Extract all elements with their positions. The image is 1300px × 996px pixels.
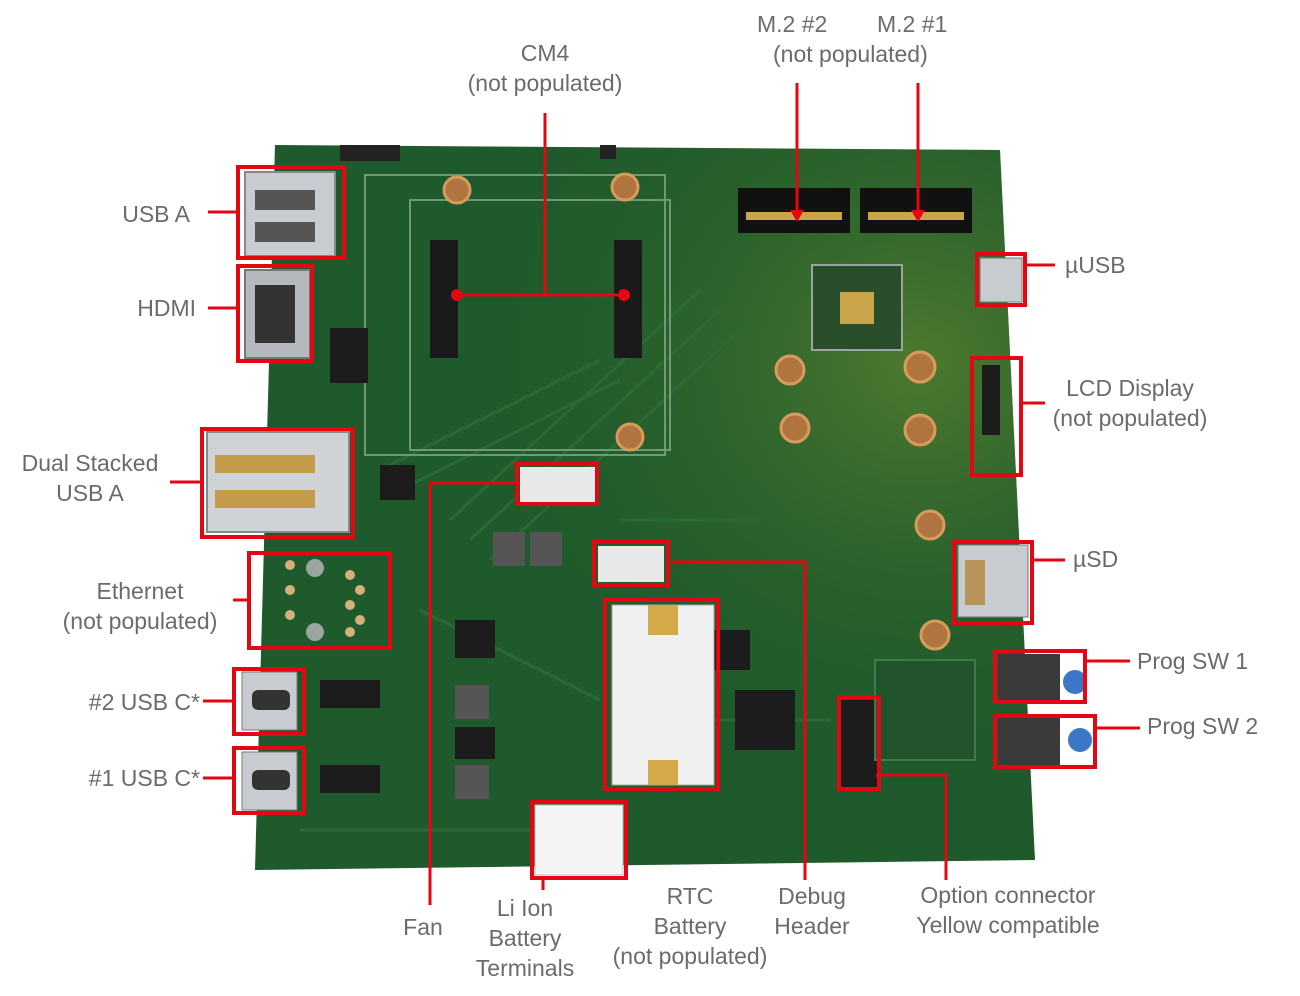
micro-usb-label: µUSB: [1065, 252, 1126, 278]
hdmi-box: [236, 264, 314, 363]
prog-sw2-box: [993, 714, 1097, 769]
rtc-label-line2: Battery: [653, 913, 727, 939]
dual-usb-label: Dual Stacked USB A: [5, 448, 175, 508]
li-ion-label-line1: Li Ion: [496, 895, 554, 921]
lcd-label-line1: LCD Display: [1066, 375, 1194, 401]
cm4-label-line2: (not populated): [467, 70, 623, 96]
m2-note-label: (not populated): [773, 41, 928, 67]
lcd-label-line2: (not populated): [1052, 405, 1208, 431]
ethernet-label-line2: (not populated): [62, 608, 218, 634]
lcd-box: [970, 356, 1023, 477]
debug-label-line2: Header: [774, 913, 850, 939]
usb-c2-box: [232, 667, 306, 736]
debug-label: Debug Header: [752, 881, 872, 941]
option-connector-box: [837, 695, 881, 791]
rtc-label-line3: (not populated): [612, 943, 768, 969]
li-ion-label: Li Ion Battery Terminals: [460, 893, 590, 983]
ethernet-label: Ethernet (not populated): [50, 576, 230, 636]
li-ion-box: [530, 800, 628, 880]
debug-label-line1: Debug: [778, 883, 846, 909]
usb-c1-label: #1 USB C*: [88, 765, 200, 791]
m2-2-label: M.2 #2: [757, 11, 828, 37]
micro-sd-box: [952, 540, 1034, 625]
prog-sw2-label: Prog SW 2: [1147, 713, 1259, 739]
fan-label: Fan: [403, 914, 443, 940]
option-connector-label-line1: Option connector: [920, 882, 1096, 908]
ethernet-box: [247, 551, 392, 650]
ethernet-label-line1: Ethernet: [96, 578, 184, 604]
m2-1-label: M.2 #1: [877, 11, 948, 37]
dual-usb-label-line1: Dual Stacked: [21, 450, 159, 476]
debug-box: [592, 540, 670, 587]
li-ion-label-line3: Terminals: [475, 955, 575, 981]
usb-c1-box: [232, 746, 306, 815]
rtc-label-line1: RTC: [666, 883, 714, 909]
rtc-label: RTC Battery (not populated): [600, 881, 780, 971]
cm4-label-line1: CM4: [520, 40, 570, 66]
micro-sd-label: µSD: [1073, 546, 1119, 572]
dual-usb-label-line2: USB A: [56, 480, 124, 506]
prog-sw1-label: Prog SW 1: [1137, 648, 1249, 674]
leader-lines: [170, 83, 1140, 905]
fan-box: [515, 462, 599, 506]
lcd-label: LCD Display (not populated): [1040, 373, 1220, 433]
prog-sw1-box: [993, 649, 1087, 704]
hdmi-label: HDMI: [137, 295, 196, 321]
usb-a-box: [236, 165, 346, 260]
micro-usb-box: [975, 252, 1027, 307]
usb-a-label: USB A: [122, 201, 190, 227]
li-ion-label-line2: Battery: [488, 925, 562, 951]
rtc-box: [603, 598, 720, 791]
dual-usb-box: [200, 427, 355, 539]
option-connector-label-line2: Yellow compatible: [916, 912, 1100, 938]
usb-c2-label: #2 USB C*: [88, 689, 200, 715]
option-connector-label: Option connector Yellow compatible: [898, 880, 1118, 940]
cm4-label: CM4 (not populated): [440, 38, 650, 98]
